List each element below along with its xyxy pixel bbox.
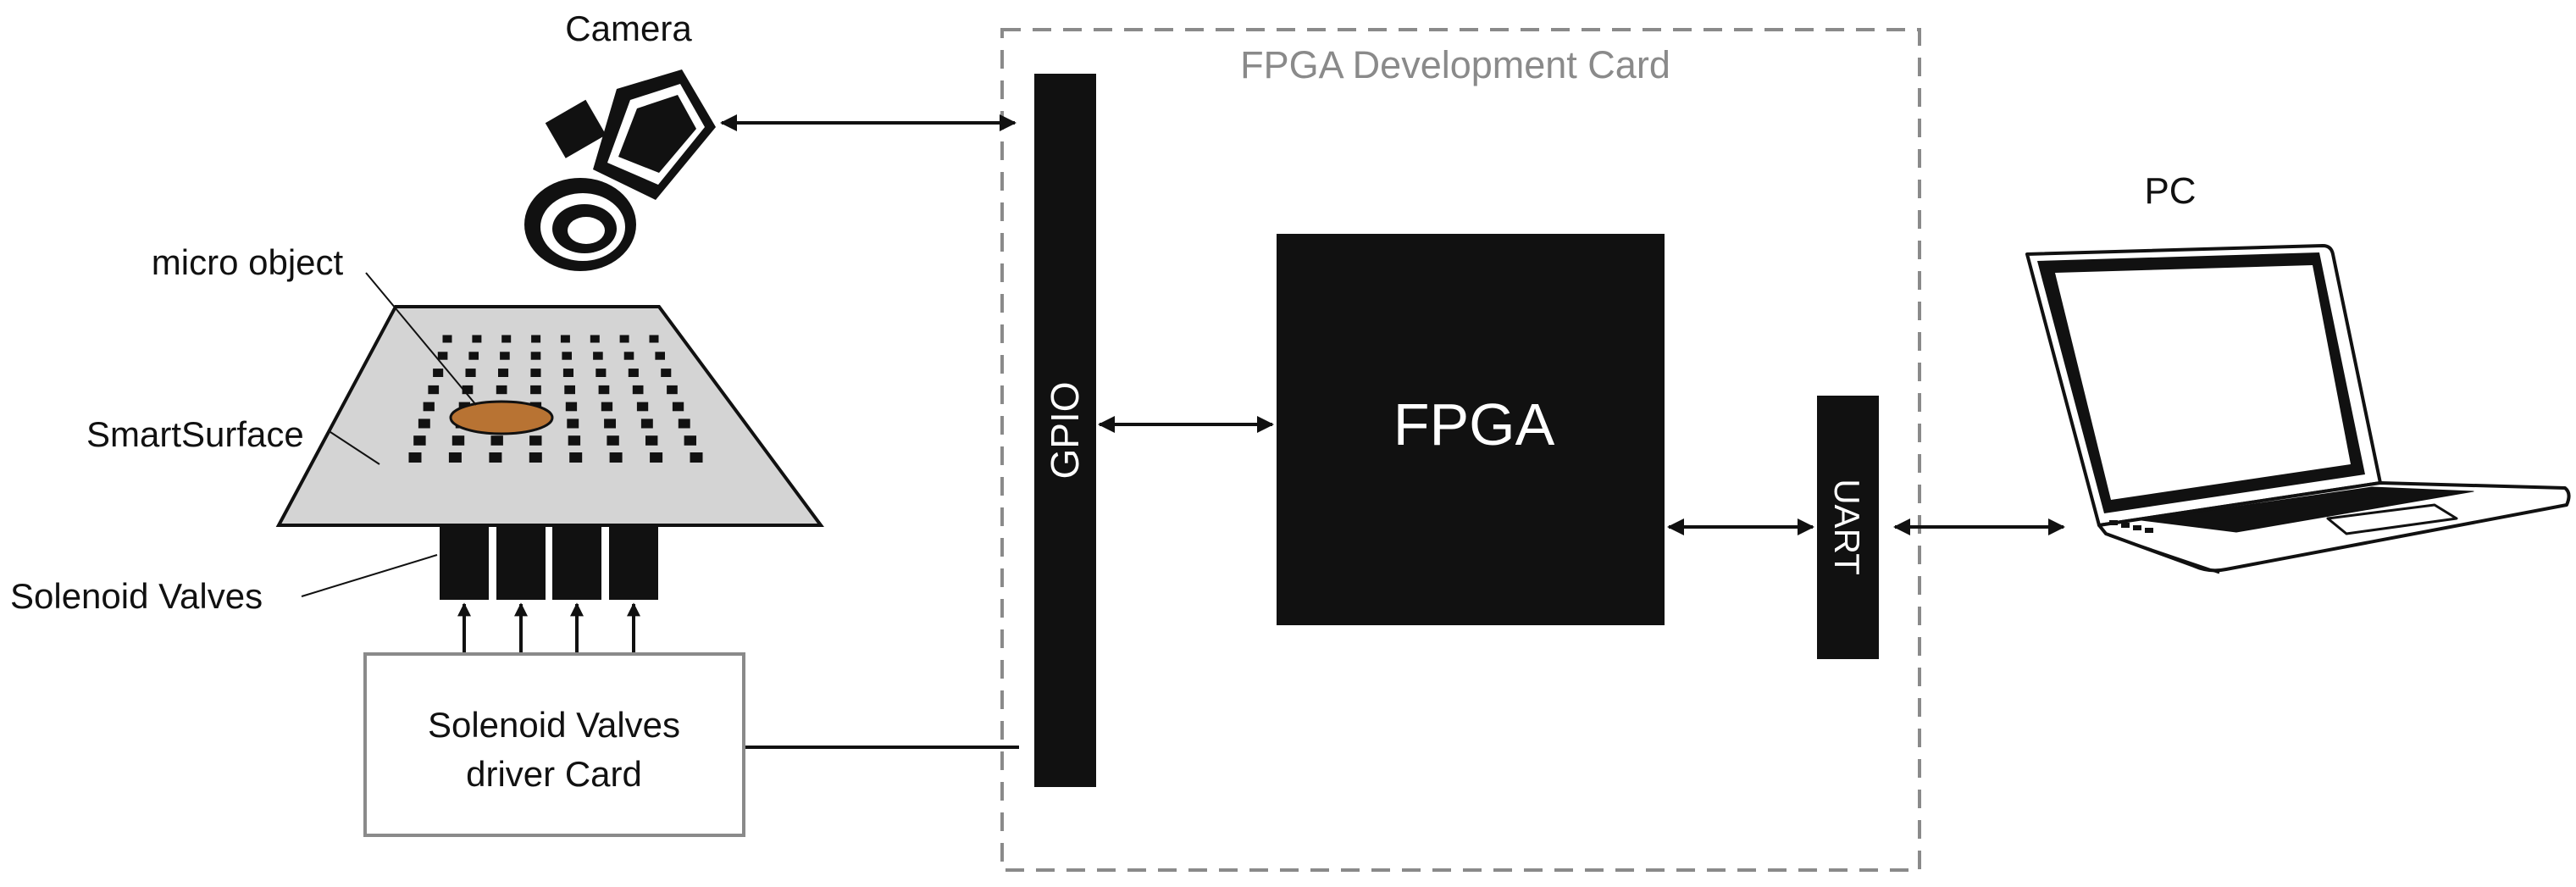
valve-hole	[601, 402, 613, 412]
valve-hole	[649, 335, 659, 343]
camera-icon	[524, 69, 716, 271]
valve-hole	[560, 335, 570, 343]
micro-object	[449, 400, 554, 435]
gpio-block	[1034, 74, 1096, 787]
valve-hole	[498, 369, 509, 377]
valve-hole	[609, 452, 623, 463]
valve-hole	[451, 435, 465, 446]
valve-hole	[462, 385, 474, 395]
valve-hole	[562, 369, 573, 377]
valve-hole	[408, 452, 422, 463]
valve-hole	[496, 385, 507, 395]
solenoid-valve-2	[496, 525, 546, 600]
solenoid-valve-4	[609, 525, 658, 600]
valve-hole	[604, 419, 616, 429]
driver-card-label-line1: Solenoid Valves	[428, 705, 680, 745]
valve-hole	[530, 385, 541, 395]
valve-hole	[490, 435, 503, 446]
uart-block	[1817, 396, 1879, 659]
valve-hole	[569, 452, 583, 463]
valve-hole	[423, 402, 435, 412]
valve-hole	[442, 335, 452, 343]
valve-hole	[645, 435, 658, 446]
solenoid-valves-label: Solenoid Valves	[10, 576, 263, 616]
valve-hole	[531, 335, 541, 343]
valve-hole	[564, 385, 575, 395]
valve-hole	[672, 402, 684, 412]
fpga-development-card-label: FPGA Development Card	[1240, 43, 1670, 86]
valve-hole	[567, 419, 579, 429]
valve-hole	[590, 335, 600, 343]
valve-hole	[661, 369, 672, 377]
smart-surface-label: SmartSurface	[86, 414, 304, 454]
valve-hole	[598, 385, 610, 395]
fpga-block	[1277, 234, 1665, 625]
valve-hole	[619, 335, 629, 343]
solenoid-valve-3	[552, 525, 601, 600]
valve-hole	[640, 419, 653, 429]
smart-surface-leader	[327, 430, 380, 465]
valve-hole	[468, 352, 479, 360]
valve-hole	[448, 452, 462, 463]
valve-hole	[565, 402, 578, 412]
solenoid-valve-1	[440, 525, 489, 600]
valve-hole	[529, 435, 542, 446]
micro-object-leader	[365, 272, 477, 406]
valve-hole	[593, 352, 603, 360]
valve-hole	[655, 352, 665, 360]
valve-hole	[437, 352, 448, 360]
valve-hole	[667, 385, 678, 395]
solenoid-valves-leader	[301, 554, 438, 597]
uart-label: UART	[1827, 479, 1867, 575]
valve-hole	[530, 352, 541, 360]
valve-hole	[465, 369, 476, 377]
valve-hole	[413, 435, 426, 446]
valve-hole	[530, 369, 541, 377]
camera-label: Camera	[565, 8, 692, 48]
valve-hole	[568, 435, 581, 446]
valve-hole	[678, 419, 690, 429]
valve-hole	[529, 452, 542, 463]
valve-hole	[632, 385, 644, 395]
valve-hole	[607, 435, 619, 446]
valve-hole	[501, 335, 512, 343]
valve-hole	[428, 385, 440, 395]
solenoid-driver-card	[363, 652, 745, 837]
valve-hole	[596, 369, 607, 377]
valve-hole	[690, 452, 703, 463]
valve-hole	[418, 419, 430, 429]
fpga-label: FPGA	[1393, 391, 1555, 457]
valve-grid	[408, 335, 703, 463]
valve-hole	[623, 352, 634, 360]
valve-hole	[433, 369, 444, 377]
valve-hole	[628, 369, 639, 377]
valve-hole	[636, 402, 649, 412]
driver-card-label-line2: driver Card	[466, 754, 642, 794]
laptop-icon	[2025, 244, 2571, 574]
gpio-label: GPIO	[1043, 381, 1087, 479]
valve-hole	[650, 452, 663, 463]
micro-object-label: micro object	[152, 242, 344, 282]
pc-label: PC	[2144, 170, 2196, 212]
valve-hole	[500, 352, 510, 360]
valve-hole	[472, 335, 482, 343]
fpga-development-card-border	[1000, 28, 1921, 872]
valve-hole	[489, 452, 502, 463]
valve-hole	[684, 435, 696, 446]
valve-hole	[562, 352, 572, 360]
